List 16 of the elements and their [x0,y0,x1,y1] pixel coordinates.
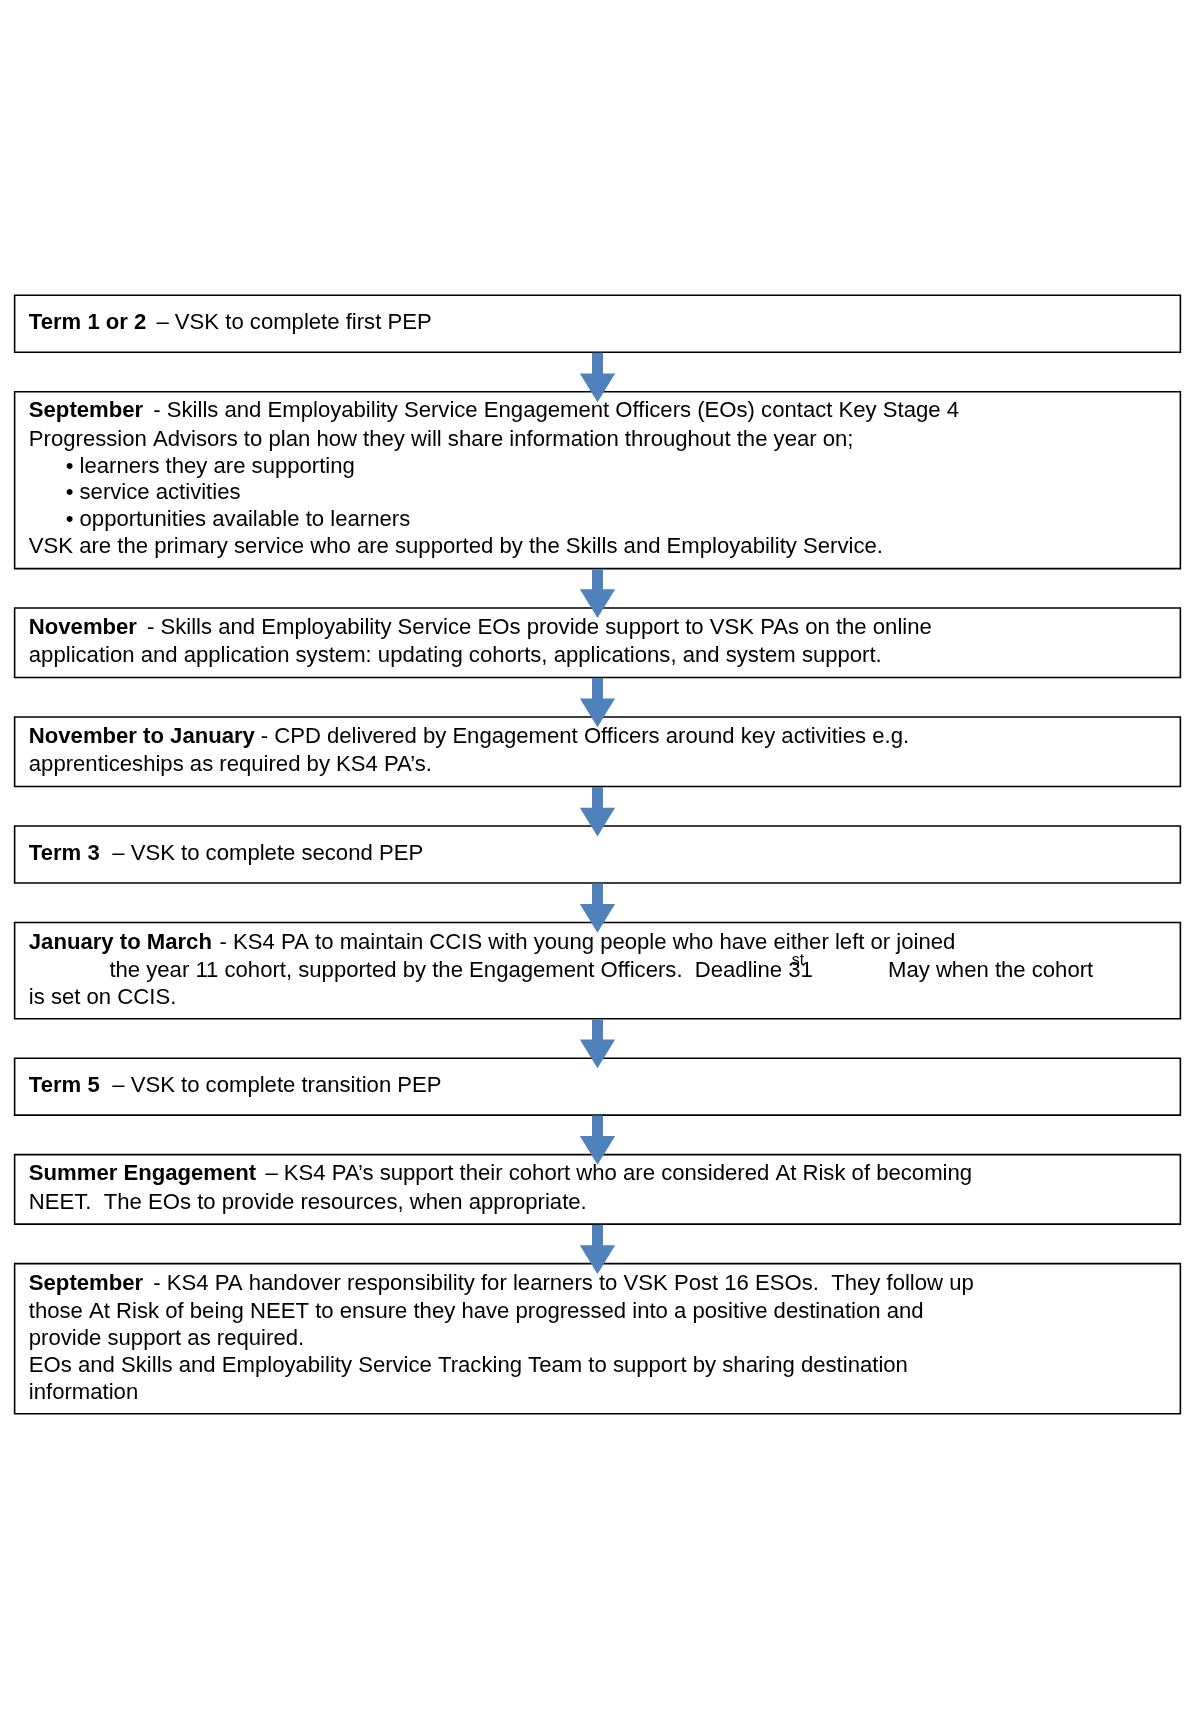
arrow [579,1019,616,1069]
node-box: September - KS4 PA handover responsibility for learners to VSK Post 16 ESOs. They follow up those At Risk of being NEET to ensure they have progressed into a positive destination and provide support as required. EOs and Skills and Employability Service Tracking Team to support by sharing destination information [13,1262,1182,1415]
arrow [579,1224,616,1275]
arrow [579,352,616,403]
node-box: November to January - CPD delivered by Engagement Officers around key activities e.g. apprenticeships as required by KS4 PA’s. [13,716,1182,788]
arrow [579,883,616,933]
arrow [579,787,616,837]
node-box: Term 3 – VSK to complete second PEP [13,825,1182,884]
node-box: Term 5 – VSK to complete transition PEP [13,1057,1182,1116]
arrow [579,1115,616,1165]
arrow [579,677,616,728]
node-box: November - Skills and Employability Service EOs provide support to VSK PAs on the online application and application system: updating cohorts, applications, and system support. [13,607,1182,679]
node-box: Term 1 or 2 – VSK to complete first PEP [13,294,1182,353]
node-box: September - Skills and Employability Service Engagement Officers (EOs) contact Key Stage 4 Progression Advisors to plan how they will share information throughout the year on; • learners they are supporting • service activities • opportunities available to learners VSK are the primary service who are supported by the Skills and Employability Service. [13,390,1182,570]
arrow [579,568,616,619]
node-box: Summer Engagement – KS4 PA’s support their cohort who are considered At Risk of becoming NEET. The EOs to provide resources, when appropriate. [13,1153,1182,1225]
